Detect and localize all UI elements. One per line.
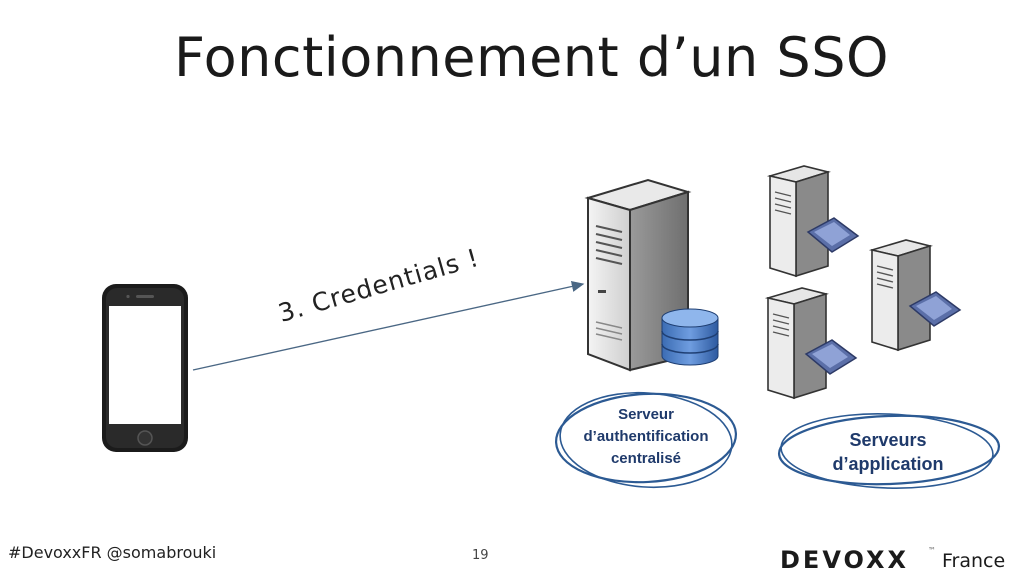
app-servers-icon bbox=[767, 165, 961, 399]
app-server-right-icon bbox=[871, 239, 961, 351]
logo-tm: ™ bbox=[928, 546, 936, 555]
slide-title: Fonctionnement d’un SSO bbox=[174, 26, 889, 89]
auth-label-line2: d’authentification bbox=[583, 428, 709, 445]
auth-server-label: Serveur d’authentification centralisé bbox=[560, 404, 732, 470]
logo-word: DEVOXX bbox=[780, 546, 910, 574]
app-server-bottom-icon bbox=[767, 287, 857, 399]
footer-handle: #DevoxxFR @somabrouki bbox=[8, 543, 217, 562]
database-icon bbox=[661, 308, 719, 366]
page-number: 19 bbox=[472, 548, 489, 563]
app-servers-label: Serveurs d’application bbox=[788, 428, 988, 476]
app-label-line1: Serveurs bbox=[849, 430, 927, 450]
app-label-line2: d’application bbox=[832, 454, 944, 474]
auth-label-bubble bbox=[554, 391, 738, 489]
devoxx-france-logo: DEVOXX ™ France bbox=[780, 546, 1016, 574]
logo-region: France bbox=[942, 550, 1006, 572]
smartphone-icon bbox=[102, 284, 188, 452]
auth-label-line3: centralisé bbox=[610, 450, 682, 467]
app-server-top-icon bbox=[769, 165, 859, 277]
app-label-bubble bbox=[777, 413, 1001, 489]
auth-label-line1: Serveur bbox=[618, 406, 674, 423]
